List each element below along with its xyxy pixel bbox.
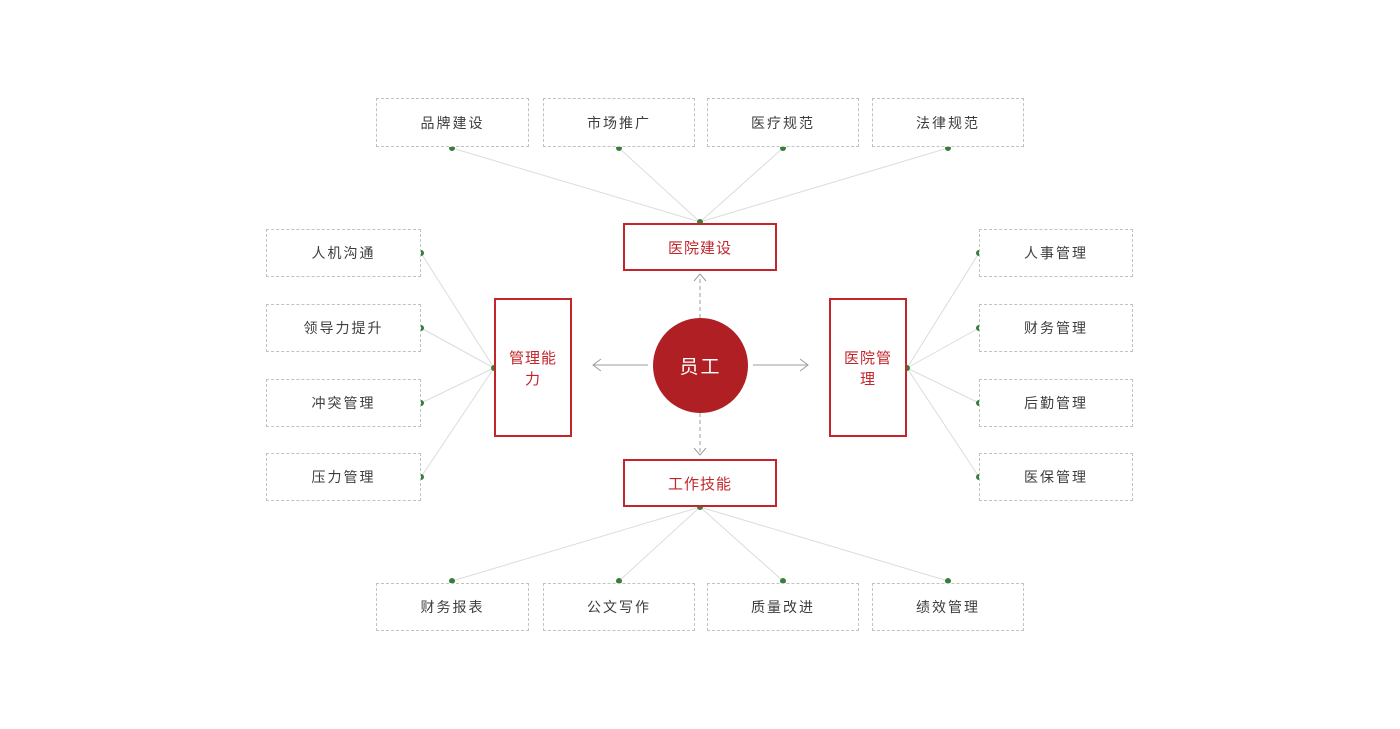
category-label: 医院管理 bbox=[843, 349, 892, 388]
category-box-hospital-construction: 医院建设 bbox=[623, 223, 777, 271]
connector-line bbox=[906, 327, 980, 369]
sub-box-medical-insurance-management: 医保管理 bbox=[979, 453, 1133, 501]
employee-label: 员工 bbox=[679, 357, 722, 378]
connector-line bbox=[906, 252, 980, 369]
sub-box-logistics-management: 后勤管理 bbox=[979, 379, 1133, 427]
connector-line bbox=[451, 147, 701, 223]
sub-box-official-writing: 公文写作 bbox=[543, 583, 695, 631]
connector-line bbox=[420, 367, 495, 478]
connector-line bbox=[420, 327, 495, 369]
sub-box-label: 法律规范 bbox=[916, 114, 980, 131]
arrow-up-icon bbox=[693, 273, 707, 282]
sub-box-interpersonal-communication: 人机沟通 bbox=[266, 229, 421, 277]
sub-box-label: 公文写作 bbox=[587, 599, 651, 615]
connector-dot bbox=[449, 578, 455, 584]
sub-box-label: 冲突管理 bbox=[311, 395, 376, 411]
connector-line bbox=[699, 506, 784, 582]
sub-box-performance-management: 绩效管理 bbox=[872, 583, 1024, 631]
sub-box-label: 压力管理 bbox=[311, 469, 376, 485]
sub-box-medical-standards: 医疗规范 bbox=[707, 98, 859, 147]
sub-box-label: 领导力提升 bbox=[303, 320, 384, 336]
sub-box-legal-standards: 法律规范 bbox=[872, 98, 1024, 147]
connector-line bbox=[699, 506, 949, 582]
sub-box-label: 财务报表 bbox=[420, 599, 485, 615]
arrow-right-icon bbox=[799, 358, 809, 372]
sub-box-label: 人机沟通 bbox=[311, 245, 376, 261]
connector-line bbox=[420, 252, 495, 369]
connector-dot bbox=[616, 578, 622, 584]
category-box-work-skills: 工作技能 bbox=[623, 459, 777, 507]
sub-box-label: 品牌建设 bbox=[420, 114, 485, 131]
sub-box-conflict-management: 冲突管理 bbox=[266, 379, 421, 427]
connector-line bbox=[451, 506, 701, 582]
sub-box-stress-management: 压力管理 bbox=[266, 453, 421, 501]
sub-box-label: 后勤管理 bbox=[1024, 395, 1088, 411]
sub-box-brand-building: 品牌建设 bbox=[376, 98, 529, 147]
arrow-down-icon bbox=[693, 447, 707, 456]
connector-line bbox=[699, 147, 784, 223]
sub-box-label: 市场推广 bbox=[587, 114, 651, 131]
connector-dot bbox=[945, 578, 951, 584]
sub-box-financial-reports: 财务报表 bbox=[376, 583, 529, 631]
sub-box-leadership-improvement: 领导力提升 bbox=[266, 304, 421, 352]
employee-circle: 员工 bbox=[653, 318, 748, 413]
sub-box-label: 绩效管理 bbox=[916, 599, 980, 615]
sub-box-label: 质量改进 bbox=[751, 599, 815, 615]
category-box-hospital-management: 医院管理 bbox=[829, 298, 907, 437]
connector-line bbox=[420, 367, 495, 404]
category-box-management-ability: 管理能力 bbox=[494, 298, 572, 437]
sub-box-label: 人事管理 bbox=[1024, 245, 1088, 261]
connector-line bbox=[618, 147, 701, 223]
connector-line bbox=[906, 367, 980, 478]
connector-line bbox=[699, 147, 949, 223]
sub-box-market-promotion: 市场推广 bbox=[543, 98, 695, 147]
connector-line bbox=[906, 367, 980, 404]
sub-box-hr-management: 人事管理 bbox=[979, 229, 1133, 277]
arrow-left-icon bbox=[592, 358, 602, 372]
sub-box-finance-management: 财务管理 bbox=[979, 304, 1133, 352]
category-label: 工作技能 bbox=[667, 475, 732, 493]
sub-box-label: 财务管理 bbox=[1024, 320, 1088, 336]
connector-dot bbox=[780, 578, 786, 584]
category-label: 医院建设 bbox=[667, 239, 732, 257]
sub-box-quality-improvement: 质量改进 bbox=[707, 583, 859, 631]
category-label: 管理能力 bbox=[508, 349, 557, 388]
sub-box-label: 医保管理 bbox=[1024, 469, 1088, 485]
sub-box-label: 医疗规范 bbox=[751, 114, 815, 131]
connector-line bbox=[618, 506, 701, 582]
